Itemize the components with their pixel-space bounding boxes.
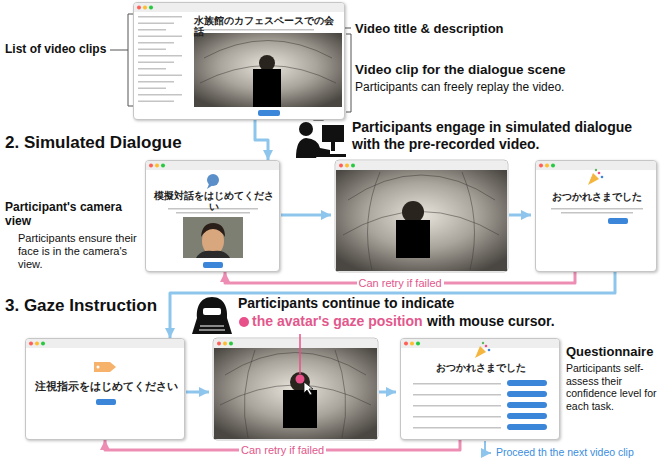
- annotation: Participants engage in simulated dialogu…: [352, 119, 662, 153]
- annotation: Participants self-assess their confidenc…: [566, 362, 662, 412]
- connector: [170, 272, 615, 338]
- app-window: 水族館のカフェスペースでの会話: [133, 2, 345, 120]
- window-text: 水族館のカフェスペースでの会話: [194, 15, 342, 38]
- connector: [255, 120, 268, 160]
- annotation: 2. Simulated Dialogue: [5, 133, 182, 153]
- window-chrome: [146, 161, 280, 272]
- window-text: おつかれさまでした: [404, 362, 558, 373]
- window-text: 模擬対話をはじめてください: [149, 190, 278, 213]
- annotation: with mouse cursor.: [427, 313, 555, 330]
- window-chrome: [401, 339, 560, 440]
- annotation: Video clip for the dialogue scene: [355, 62, 566, 78]
- avatar-icon: [192, 297, 232, 334]
- video-window: [335, 160, 508, 272]
- edge-label: Can retry if failed: [357, 277, 444, 290]
- annotation: 3. Gaze Instruction: [5, 296, 157, 316]
- video-window: [213, 338, 378, 440]
- window-chrome: [536, 161, 657, 272]
- annotation: Participants can freely replay the video…: [355, 80, 564, 94]
- edge-label: Can retry if failed: [239, 444, 326, 457]
- app-window: 注視指示をはじめてください: [25, 338, 185, 440]
- app-window: おつかれさまでした: [535, 160, 657, 272]
- annotation: Participant's camera view: [5, 200, 143, 229]
- window-text: おつかれさまでした: [539, 191, 655, 203]
- annotation: the avatar's gaze position: [252, 313, 423, 330]
- window-text: 注視指示をはじめてください: [29, 380, 183, 393]
- annotation: Proceed th the next video clip: [496, 446, 634, 459]
- annotation: Participants continue to indicate: [238, 295, 454, 312]
- app-window: おつかれさまでした: [400, 338, 560, 440]
- app-window: 模擬対話をはじめてください: [145, 160, 280, 272]
- annotation: Participants ensure their face is in the…: [18, 232, 142, 272]
- annotation: Video title & description: [355, 21, 504, 37]
- annotation: Questionnaire: [566, 344, 653, 360]
- annotation: List of video clips: [5, 42, 106, 56]
